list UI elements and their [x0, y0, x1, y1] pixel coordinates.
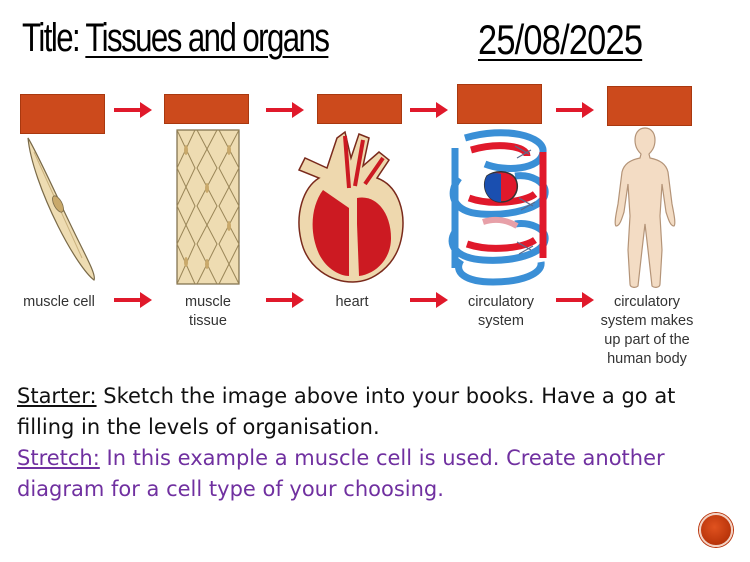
right-arrow-icon — [556, 102, 594, 118]
instructions: Starter: Sketch the image above into you… — [17, 381, 732, 505]
title-label: Title: — [22, 16, 81, 60]
bottom-arrow-1 — [114, 292, 152, 308]
starter-paragraph: Starter: Sketch the image above into you… — [17, 381, 732, 443]
date: 25/08/2025 — [478, 16, 643, 63]
stretch-paragraph: Stretch: In this example a muscle cell i… — [17, 443, 732, 505]
level-box-5[interactable] — [607, 86, 692, 126]
right-arrow-icon — [410, 102, 448, 118]
right-arrow-icon — [266, 292, 304, 308]
stage-label-muscle-tissue: muscle tissue — [185, 294, 231, 329]
level-box-4[interactable] — [457, 84, 542, 124]
title-value: Tissues and organs — [85, 16, 330, 60]
level-box-3[interactable] — [317, 94, 402, 124]
right-arrow-icon — [266, 102, 304, 118]
right-arrow-icon — [114, 292, 152, 308]
stage-label-circulatory-system: circulatory system — [467, 294, 535, 329]
bottom-arrow-4 — [556, 292, 594, 308]
stretch-text: In this example a muscle cell is used. C… — [17, 446, 665, 501]
bottom-arrow-3 — [410, 292, 448, 308]
muscle-cell-icon — [27, 137, 95, 281]
stretch-label: Stretch: — [17, 446, 100, 470]
bottom-arrow-2 — [266, 292, 304, 308]
top-arrow-4 — [556, 102, 594, 118]
circulatory-system-icon — [448, 129, 549, 286]
right-arrow-icon — [556, 292, 594, 308]
top-arrow-1 — [114, 102, 152, 118]
starter-label: Starter: — [17, 384, 97, 408]
top-arrow-3 — [410, 102, 448, 118]
stage-label-human-body: circulatory system makes up part of the … — [600, 294, 694, 367]
nav-button-icon[interactable] — [699, 513, 733, 547]
page-title: Title:Tissues and organs — [22, 16, 350, 70]
muscle-tissue-icon — [176, 129, 240, 285]
level-box-1[interactable] — [20, 94, 105, 134]
stage-label-muscle-cell: muscle cell — [23, 294, 95, 310]
stage-label-heart: heart — [335, 294, 369, 310]
human-body-icon — [614, 127, 676, 288]
top-arrow-2 — [266, 102, 304, 118]
heart-icon — [297, 130, 404, 283]
level-box-2[interactable] — [164, 94, 249, 124]
right-arrow-icon — [410, 292, 448, 308]
starter-text: Sketch the image above into your books. … — [17, 384, 676, 439]
right-arrow-icon — [114, 102, 152, 118]
